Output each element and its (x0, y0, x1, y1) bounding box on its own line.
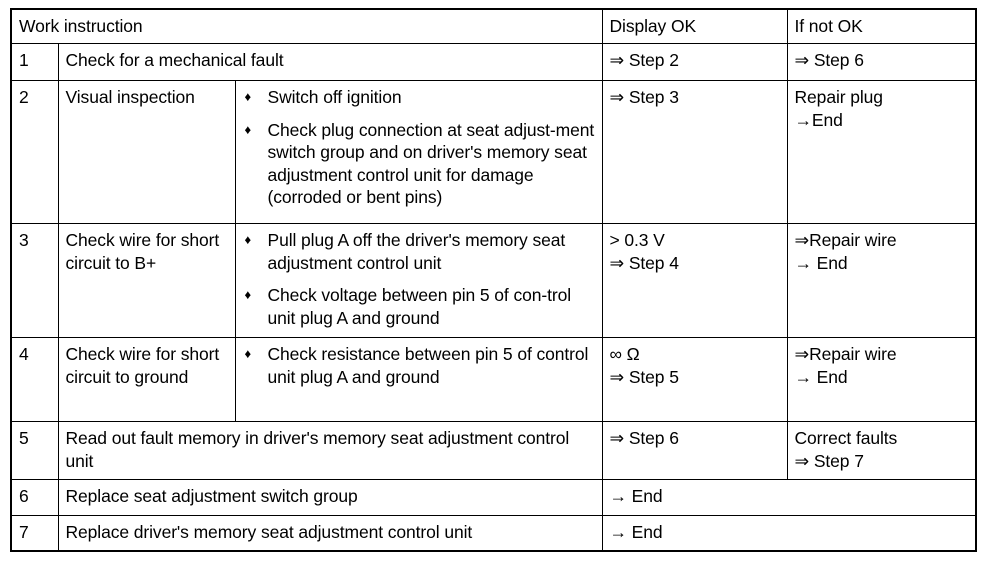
diamond-bullet-icon: ♦ (244, 89, 252, 105)
display-ok-line: → End (609, 486, 663, 507)
if-not-ok-line: → End (794, 366, 848, 387)
diamond-bullet-icon: ♦ (244, 287, 252, 303)
display-ok-line: ⇒ Step 6 (609, 428, 679, 449)
step-description: Check for a mechanical fault (57, 43, 603, 82)
display-ok-cell: ∞ Ω ⇒ Step 5 (601, 337, 788, 423)
display-ok-line: ⇒ Step 2 (609, 50, 679, 71)
table-body: 1 Check for a mechanical fault ⇒ Step 2 … (10, 43, 977, 552)
display-ok-line: ⇒ Step 3 (609, 87, 679, 108)
if-not-ok-line: ⇒ Step 6 (794, 50, 864, 71)
if-not-ok-line: →End (794, 109, 843, 130)
display-ok-cell: ⇒ Step 3 (601, 80, 788, 225)
step-details: ♦ Check resistance between pin 5 of cont… (234, 337, 603, 423)
step-description: Replace driver's memory seat adjustment … (57, 515, 603, 552)
if-not-ok-cell: Repair plug →End (786, 80, 977, 225)
display-ok-cell: ⇒ Step 6 (601, 421, 788, 481)
detail-list: ♦ Switch off ignition ♦ Check plug conne… (243, 86, 595, 208)
display-ok-line: → End (609, 522, 663, 543)
table-row: 6 Replace seat adjustment switch group →… (10, 479, 977, 517)
step-number: 2 (10, 80, 59, 225)
step-number: 4 (10, 337, 59, 423)
detail-list: ♦ Check resistance between pin 5 of cont… (243, 343, 595, 388)
table-row: 1 Check for a mechanical fault ⇒ Step 2 … (10, 43, 977, 82)
display-ok-cell: ⇒ Step 2 (601, 43, 788, 82)
table-header: Work instruction Display OK If not OK (10, 8, 977, 45)
step-number: 3 (10, 223, 59, 339)
diamond-bullet-icon: ♦ (244, 346, 252, 362)
step-number: 6 (10, 479, 59, 517)
list-item: ♦ Check voltage between pin 5 of con-tro… (243, 284, 595, 329)
table-row: 5 Read out fault memory in driver's memo… (10, 421, 977, 481)
step-description: Visual inspection (57, 80, 236, 225)
step-number: 5 (10, 421, 59, 481)
column-header-if-not-ok: If not OK (786, 8, 977, 45)
step-description: Check wire for short circuit to ground (57, 337, 236, 423)
list-item-label: Check voltage between pin 5 of con-trol … (267, 285, 572, 328)
list-item: ♦ Check plug connection at seat adjust-m… (243, 119, 595, 209)
list-item-label: Pull plug A off the driver's memory seat… (267, 230, 566, 273)
table-row: 7 Replace driver's memory seat adjustmen… (10, 515, 977, 552)
if-not-ok-line: Correct faults (794, 428, 898, 449)
display-ok-line: ⇒ Step 5 (609, 366, 679, 387)
display-ok-line: ∞ Ω (609, 344, 640, 365)
list-item: ♦ Check resistance between pin 5 of cont… (243, 343, 595, 388)
column-header-work-instruction: Work instruction (10, 8, 603, 45)
if-not-ok-cell: Correct faults ⇒ Step 7 (786, 421, 977, 481)
display-ok-line: > 0.3 V (609, 230, 665, 251)
step-details: ♦ Pull plug A off the driver's memory se… (234, 223, 603, 339)
column-header-display-ok: Display OK (601, 8, 788, 45)
work-instruction-table: Work instruction Display OK If not OK 1 … (10, 8, 978, 552)
step-description: Read out fault memory in driver's memory… (57, 421, 603, 481)
diamond-bullet-icon: ♦ (244, 121, 252, 137)
display-ok-cell: > 0.3 V ⇒ Step 4 (601, 223, 788, 339)
table-row: 4 Check wire for short circuit to ground… (10, 337, 977, 423)
step-details: ♦ Switch off ignition ♦ Check plug conne… (234, 80, 603, 225)
if-not-ok-line: → End (794, 252, 848, 273)
display-ok-cell: → End (601, 515, 977, 552)
list-item: ♦ Pull plug A off the driver's memory se… (243, 229, 595, 274)
diamond-bullet-icon: ♦ (244, 232, 252, 248)
if-not-ok-cell: ⇒ Step 6 (786, 43, 977, 82)
list-item-label: Switch off ignition (267, 87, 402, 108)
if-not-ok-cell: ⇒Repair wire → End (786, 223, 977, 339)
if-not-ok-line: ⇒ Step 7 (794, 450, 864, 471)
if-not-ok-line: ⇒Repair wire (794, 230, 897, 251)
detail-list: ♦ Pull plug A off the driver's memory se… (243, 229, 595, 329)
display-ok-line: ⇒ Step 4 (609, 252, 679, 273)
list-item-label: Check plug connection at seat adjust-men… (267, 119, 595, 207)
if-not-ok-line: ⇒Repair wire (794, 344, 897, 365)
table-row: 2 Visual inspection ♦ Switch off ignitio… (10, 80, 977, 225)
list-item: ♦ Switch off ignition (243, 86, 595, 108)
if-not-ok-cell: ⇒Repair wire → End (786, 337, 977, 423)
step-description: Check wire for short circuit to B+ (57, 223, 236, 339)
table-row: 3 Check wire for short circuit to B+ ♦ P… (10, 223, 977, 339)
display-ok-cell: → End (601, 479, 977, 517)
list-item-label: Check resistance between pin 5 of contro… (267, 344, 589, 387)
if-not-ok-line: Repair plug (794, 87, 884, 108)
header-row: Work instruction Display OK If not OK (10, 8, 977, 45)
step-description: Replace seat adjustment switch group (57, 479, 603, 517)
step-number: 1 (10, 43, 59, 82)
step-number: 7 (10, 515, 59, 552)
